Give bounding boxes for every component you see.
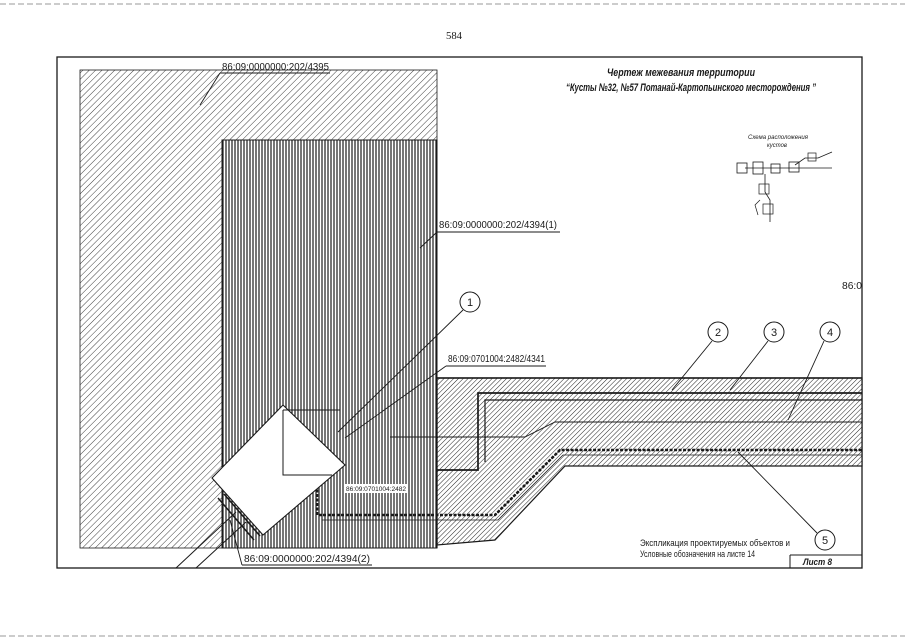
callout-3: 3	[729, 321, 785, 391]
inset-location-scheme: Схема расположения кустов	[736, 135, 833, 222]
drawing-title-line2: “Кусты №32, №57 Потанай-Картопьинского м…	[566, 82, 816, 94]
parcel-2482-small-text: 86:09:0701004:2482	[346, 487, 407, 493]
callout-2: 2	[671, 321, 729, 391]
callout-1-number: 1	[467, 297, 473, 309]
callout-4-number: 4	[827, 327, 833, 339]
sheet-number-label: Лист 8	[802, 557, 832, 568]
label-parcel-4394-1: 86:09:0000000:202/4394(1)	[419, 220, 560, 249]
explication-note-line2: Условные обозначения на листе 14	[640, 549, 755, 559]
callout-5: 5	[737, 451, 836, 551]
sheet-number-box: Лист 8	[789, 554, 862, 568]
edge-parcel-label: 86:0	[842, 281, 862, 292]
small-label-backdrop	[344, 484, 408, 493]
parcel-4394-1-text: 86:09:0000000:202/4394(1)	[439, 220, 557, 231]
corridor-lines	[315, 377, 862, 548]
label-parcel-4394-2: 86:09:0000000:202/4394(2)	[229, 519, 372, 566]
drawing-title-line1: Чертеж межевания территории	[607, 67, 755, 79]
parcel-4394-2-text: 86:09:0000000:202/4394(2)	[244, 554, 370, 565]
inset-title-line2: кустов	[767, 143, 787, 149]
inset-title-line1: Схема расположения	[748, 135, 809, 141]
parcel-4341-text: 86:09:0701004:2482/4341	[448, 354, 545, 365]
well-pad-site	[211, 404, 346, 536]
well-pad-inner-lines	[282, 409, 341, 476]
callout-1: 1	[337, 291, 481, 433]
page-number: 584	[446, 31, 462, 42]
label-parcel-4395: 86:09:0000000:202/4395	[199, 62, 330, 106]
access-road-lines	[175, 493, 261, 569]
callout-3-number: 3	[771, 327, 777, 339]
label-parcel-4341: 86:09:0701004:2482/4341	[344, 354, 546, 439]
callout-2-number: 2	[715, 327, 721, 339]
explication-note-line1: Экспликация проектируемых объектов и	[640, 538, 790, 548]
callout-5-number: 5	[822, 535, 828, 547]
parcel-4395-text: 86:09:0000000:202/4395	[222, 62, 329, 73]
callout-4: 4	[787, 321, 841, 421]
